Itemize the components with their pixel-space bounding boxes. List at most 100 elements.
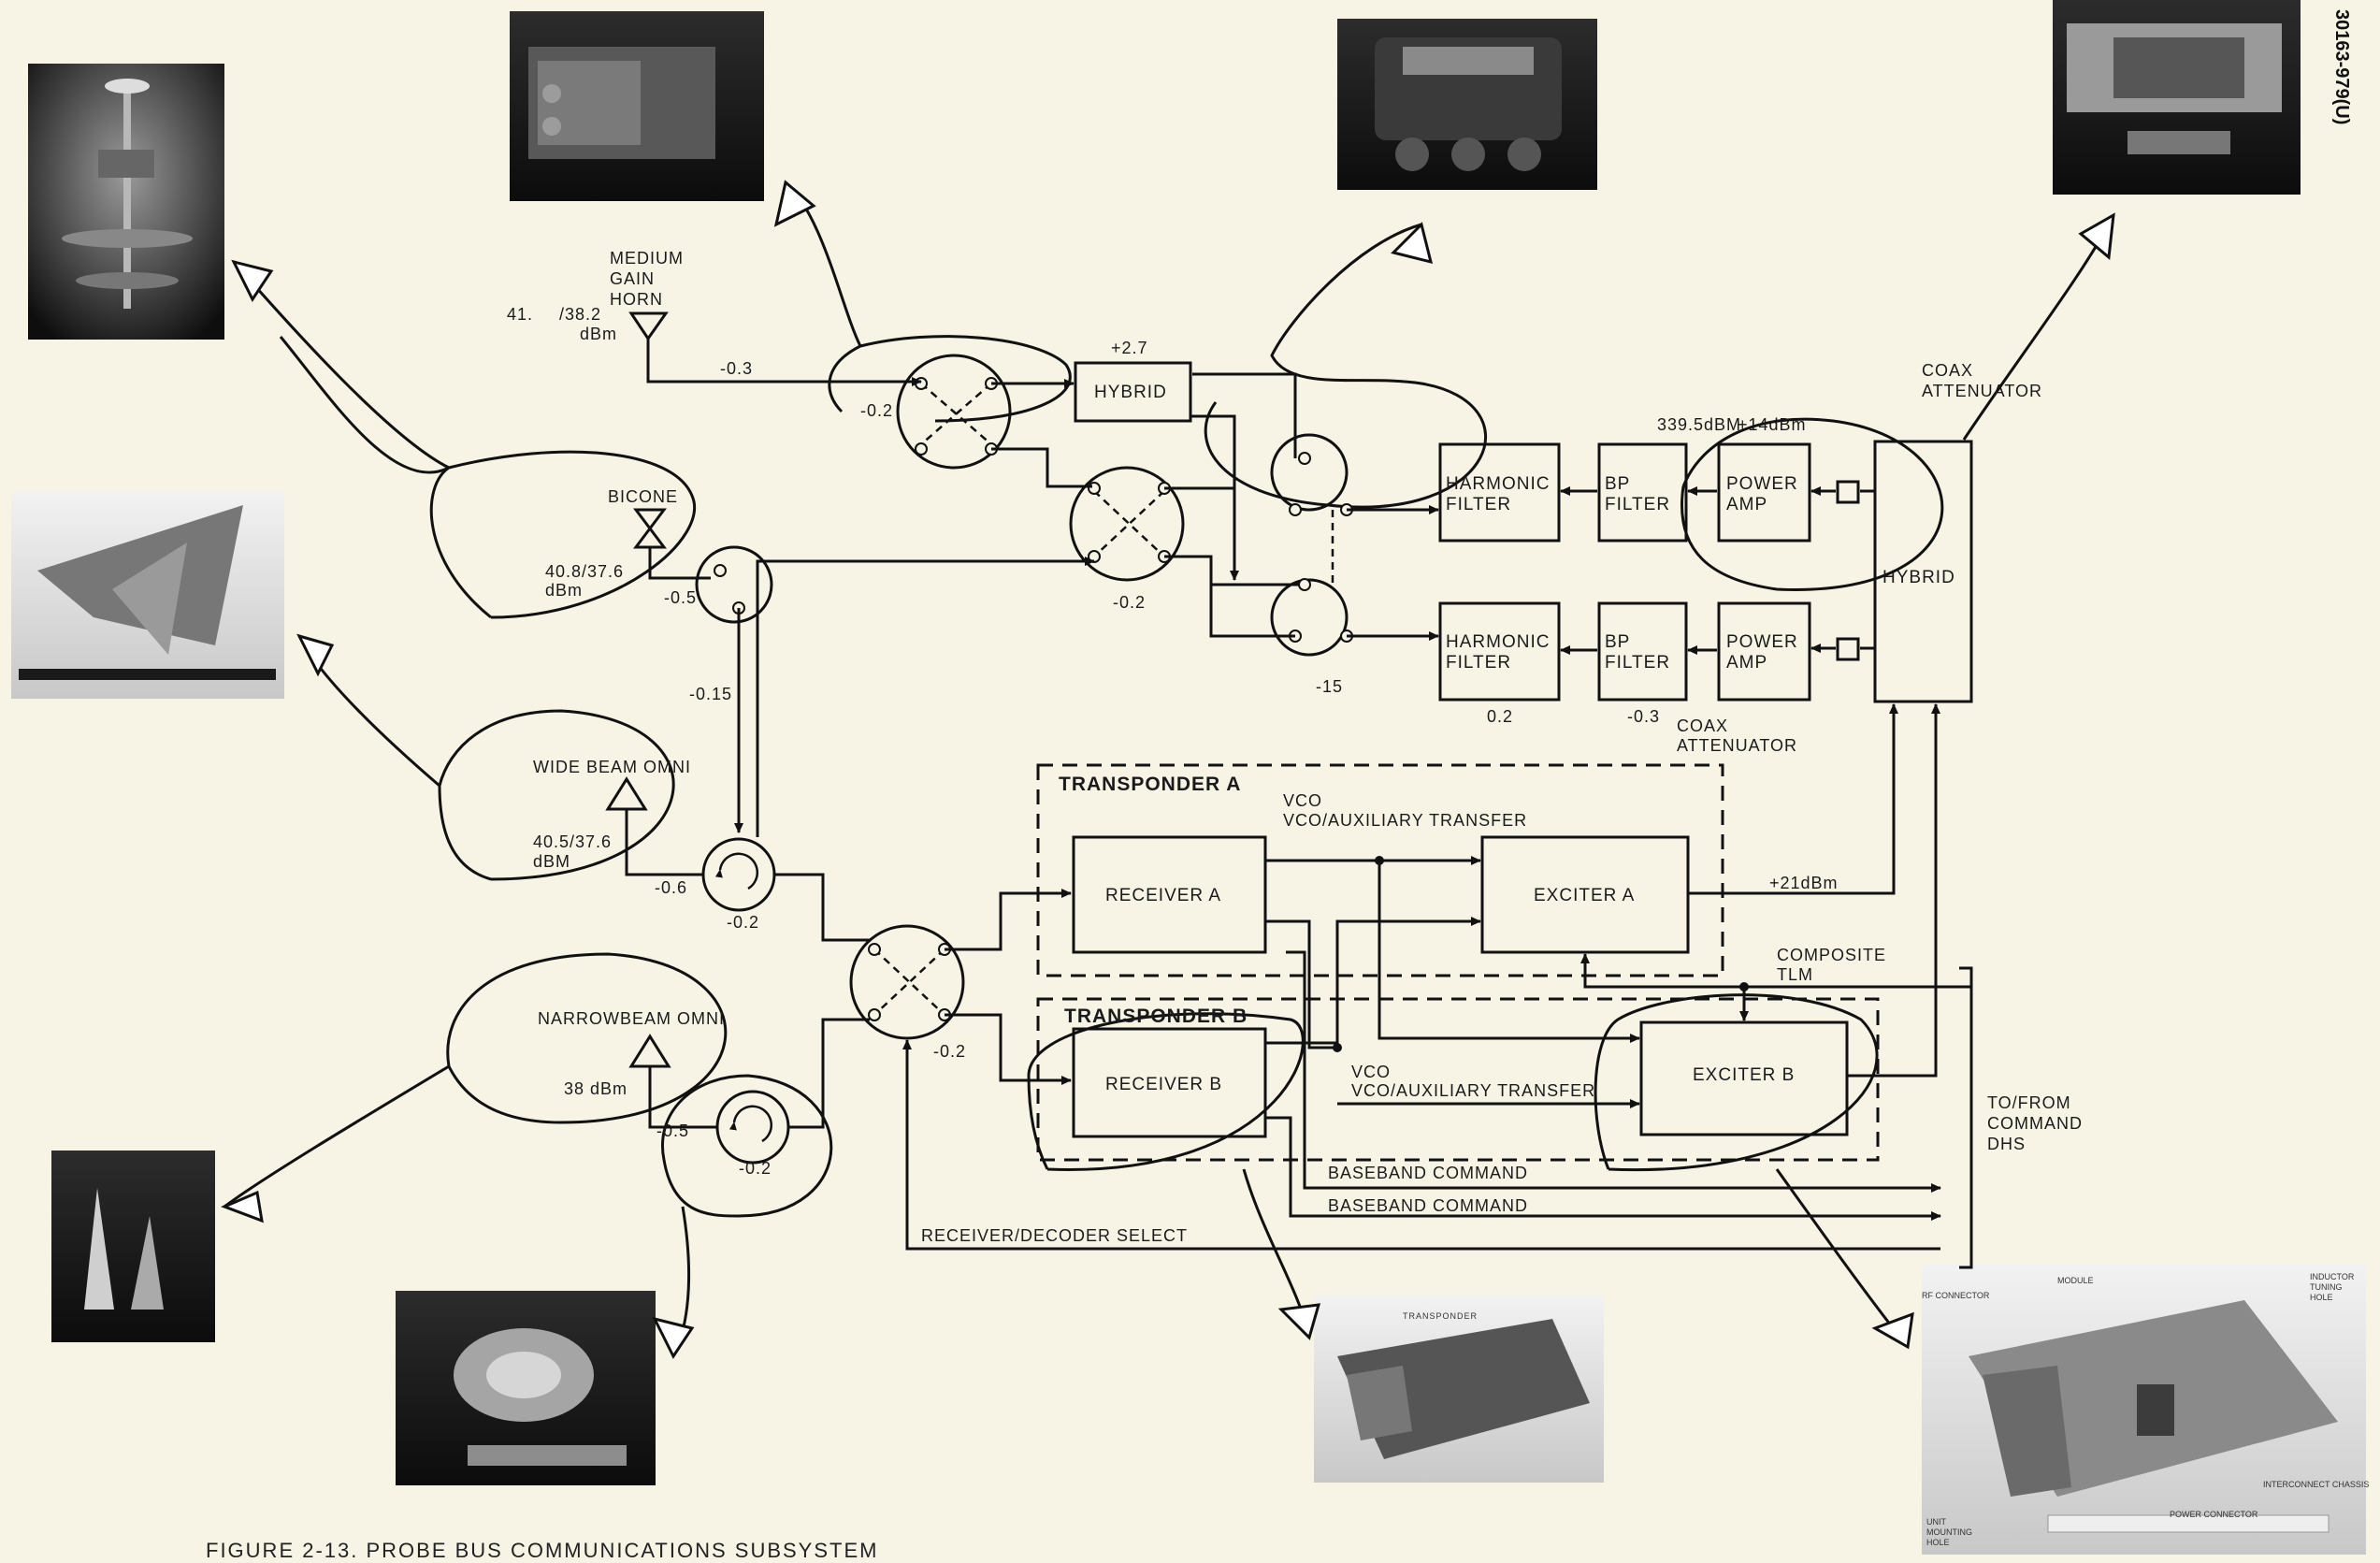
callout-pa <box>1681 215 2113 589</box>
sp-switch-upper <box>1272 435 1347 510</box>
vco-b-label-1: VCO <box>1351 1063 1391 1081</box>
loss-circ-wide: -0.2 <box>727 913 759 932</box>
rf-switches <box>697 355 1347 1163</box>
wide-omni-label: WIDE BEAM OMNI <box>533 758 691 776</box>
antenna-narrow-omni: NARROWBEAM OMNI 38 dBm -0.5 <box>538 1009 725 1140</box>
exciter-out-label: +21dBm <box>1769 874 1839 892</box>
wide-omni-loss: -0.6 <box>655 878 687 897</box>
photo-bicone-antenna <box>11 491 284 699</box>
photo-narrowbeam-omni <box>51 1151 215 1342</box>
baseband-label-2: BASEBAND COMMAND <box>1328 1196 1528 1215</box>
label-unit-1: UNIT <box>1926 1517 1946 1527</box>
attenuator-1 <box>1838 482 1858 502</box>
loss-hf-low: 0.2 <box>1487 707 1513 726</box>
pa2-label-2: AMP <box>1726 653 1767 673</box>
vco-b-label-2: VCO/AUXILIARY TRANSFER <box>1351 1081 1595 1100</box>
horn-unit: dBm <box>580 325 617 343</box>
switch-contacts <box>714 378 1352 1020</box>
label-unit-3: HOLE <box>1926 1538 1950 1547</box>
bp2-label-2: FILTER <box>1605 653 1670 673</box>
antenna-wide-omni: WIDE BEAM OMNI 40.5/37.6 dBM -0.6 <box>533 758 691 897</box>
pa2-label-1: POWER <box>1726 632 1798 652</box>
exciter-a-label: EXCITER A <box>1534 886 1635 905</box>
rf-block-labels: HYBRID +2.7 HARMONIC FILTER HARMONIC FIL… <box>1094 339 2042 755</box>
exciter-b-label: EXCITER B <box>1693 1065 1795 1085</box>
label-inductor-3: HOLE <box>2310 1293 2333 1302</box>
label-unit-2: MOUNTING <box>1926 1527 1972 1537</box>
dhs-label-2: COMMAND <box>1987 1114 2083 1133</box>
figure-caption: FIGURE 2-13. PROBE BUS COMMUNICATIONS SU… <box>206 1539 878 1563</box>
horn-loss: -0.3 <box>720 359 753 378</box>
callout-transponder <box>1029 1014 1309 1338</box>
bp1-label-1: BP <box>1605 474 1630 494</box>
callout-circulator <box>662 1076 830 1356</box>
bp2-label-1: BP <box>1605 632 1630 652</box>
antenna-horn: MEDIUM GAIN HORN 41. /38.2 dBm -0.3 <box>507 249 753 378</box>
pwr-label-b: +14dBm <box>1738 415 1807 434</box>
horn-power-b: /38.2 <box>559 305 601 324</box>
svg-text:TRANSPONDER: TRANSPONDER <box>1403 1311 1478 1321</box>
circulator-arrows <box>720 854 772 1141</box>
loss-switch-top: -0.2 <box>860 401 893 420</box>
photo-circulator <box>396 1291 656 1485</box>
hf2-label-1: HARMONIC <box>1446 632 1550 652</box>
loss-hybrid-xfer: -0.2 <box>933 1042 966 1061</box>
hybrid-top-label: HYBRID <box>1094 383 1167 402</box>
receiver-a-label: RECEIVER A <box>1105 886 1221 905</box>
coax-bot-label-1: COAX <box>1677 716 1728 735</box>
composite-label-1: COMPOSITE <box>1777 946 1886 964</box>
transfer-switch-rx <box>851 926 963 1038</box>
callout-bicone <box>234 262 695 617</box>
loss-cable: -0.15 <box>689 685 732 703</box>
wide-omni-unit: dBM <box>533 852 570 871</box>
photo-power-amp <box>2053 0 2301 195</box>
bp1-label-2: FILTER <box>1605 495 1670 514</box>
pa1-label-2: AMP <box>1726 495 1767 514</box>
photo-receiver-module: TRANSPONDER <box>1314 1295 1604 1483</box>
horn-label-3: HORN <box>610 290 663 309</box>
hybrid-right-label: HYBRID <box>1882 568 1955 587</box>
horn-label-1: MEDIUM <box>610 249 684 268</box>
pa1-label-1: POWER <box>1726 474 1798 494</box>
loss-bp-low: -0.3 <box>1627 707 1660 726</box>
bicone-loss: -0.5 <box>664 588 697 607</box>
attenuator-2 <box>1838 639 1858 659</box>
figure-id: 30163-979(U) <box>2330 9 2352 124</box>
label-power-connector: POWER CONNECTOR <box>2170 1510 2258 1519</box>
callout-arrowheads <box>224 182 2113 1356</box>
coax-top-label-1: COAX <box>1922 361 1973 380</box>
callout-switch-top <box>786 182 1070 421</box>
bicone-power: 40.8/37.6 <box>545 562 624 581</box>
photo-hybrid-unit <box>1337 19 1597 190</box>
horn-power-a: 41. <box>507 305 533 324</box>
decoder-select-label: RECEIVER/DECODER SELECT <box>921 1226 1188 1245</box>
composite-label-2: TLM <box>1777 965 1813 984</box>
narrow-omni-loss: -0.5 <box>656 1122 689 1140</box>
vco-a-label-1: VCO <box>1283 791 1322 810</box>
receiver-b-label: RECEIVER B <box>1105 1075 1222 1094</box>
photo-exciter-module: MODULE INDUCTOR TUNING HOLE RF CONNECTOR… <box>1922 1265 2369 1555</box>
coax-bot-label-2: ATTENUATOR <box>1677 736 1797 755</box>
label-inductor-1: INDUCTOR <box>2310 1272 2355 1281</box>
circulator-wide <box>703 839 774 910</box>
photo-horn-antenna <box>28 64 224 340</box>
bicone-label: BICONE <box>608 487 678 506</box>
bicone-unit: dBm <box>545 581 583 600</box>
coax-top-label-2: ATTENUATOR <box>1922 382 2042 400</box>
label-interconnect: INTERCONNECT CHASSIS <box>2263 1480 2369 1489</box>
wide-omni-power: 40.5/37.6 <box>533 832 612 851</box>
label-module: MODULE <box>2057 1276 2094 1285</box>
dhs-label-3: DHS <box>1987 1135 2026 1153</box>
transponder-labels: TRANSPONDER A TRANSPONDER B RECEIVER A R… <box>1059 774 1886 1100</box>
loss-switch-15: -15 <box>1316 677 1343 696</box>
transponder-b-title: TRANSPONDER B <box>1064 1006 1248 1027</box>
narrow-omni-label: NARROWBEAM OMNI <box>538 1009 725 1028</box>
label-inductor-2: TUNING <box>2310 1282 2343 1292</box>
transponder-a-title: TRANSPONDER A <box>1059 774 1241 795</box>
hf1-label-2: FILTER <box>1446 495 1511 514</box>
pwr-label-a: 339.5dBM <box>1657 415 1741 434</box>
baseband-label-1: BASEBAND COMMAND <box>1328 1164 1528 1182</box>
dhs-label-1: TO/FROM <box>1987 1093 2071 1112</box>
sp-switch-lower <box>1272 580 1347 655</box>
